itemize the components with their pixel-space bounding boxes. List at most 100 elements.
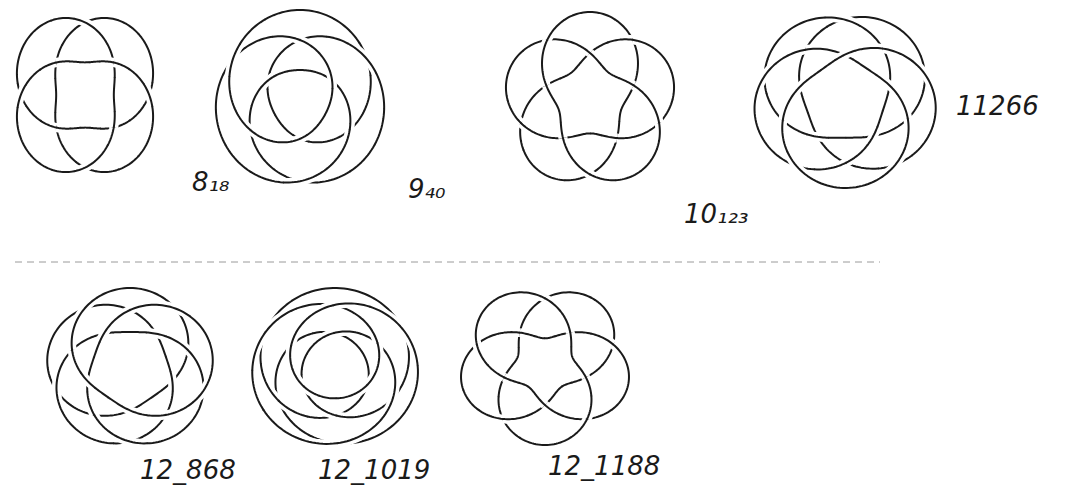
strand-gap [229, 44, 240, 76]
knot-strand [517, 347, 520, 357]
strand-gap [853, 60, 867, 69]
strand-gap [572, 357, 577, 365]
knot-strand [268, 89, 271, 103]
strand-gap [609, 73, 619, 78]
knot-strand [159, 305, 190, 316]
knot-strand [96, 18, 119, 20]
strand-gap [51, 100, 61, 112]
knot-strand [113, 90, 115, 100]
knot-strand [100, 325, 110, 342]
knot-name: 12_1188 [548, 452, 660, 481]
knot-strand [913, 61, 933, 90]
knot-strand [263, 410, 295, 438]
knot-strand [272, 141, 292, 142]
knot-strand [304, 386, 320, 395]
strand-gap [835, 51, 855, 60]
strand-gap [229, 76, 234, 107]
strand-gap [31, 20, 51, 34]
knot-strand [307, 125, 318, 134]
knot-strand [250, 130, 271, 141]
knot-strand [291, 321, 305, 345]
strand-gap [96, 18, 119, 20]
knot-strand [252, 332, 265, 370]
knot-strand [601, 65, 609, 73]
strand-gap [539, 171, 564, 180]
knot-strand [479, 410, 503, 419]
strand-gap [782, 120, 787, 151]
strand-gap [821, 60, 835, 70]
strand-gap [578, 365, 586, 377]
knot-strand [508, 100, 521, 123]
strand-gap [535, 394, 545, 405]
strand-gap [545, 336, 555, 338]
strand-gap [570, 333, 571, 348]
knot-strand [95, 387, 108, 397]
strand-gap [19, 34, 31, 57]
strand-gap [167, 337, 188, 351]
strand-gap [590, 12, 615, 20]
strand-gap [300, 10, 334, 19]
strand-gap [250, 130, 271, 141]
knot-strand [808, 112, 814, 128]
strand-gap [336, 395, 352, 398]
knot-strand [72, 322, 77, 350]
knot-strand [882, 150, 904, 177]
strand-gap [216, 74, 224, 109]
separator-line [15, 262, 880, 263]
knot-strand [634, 85, 650, 100]
strand-gap [210, 343, 213, 376]
knot-strand [94, 415, 115, 436]
strand-gap [555, 387, 562, 394]
knot-strand [362, 352, 368, 367]
strand-gap [755, 92, 758, 128]
knot-strand [494, 292, 519, 300]
knot-strand [261, 76, 274, 87]
knot-strand [76, 298, 97, 322]
strand-gap [377, 74, 385, 109]
strand-gap [619, 110, 621, 121]
strand-gap [252, 87, 262, 105]
knot-strand [520, 292, 545, 298]
knot-strand [270, 54, 280, 72]
strand-gap [793, 80, 808, 95]
strand-gap [512, 357, 517, 365]
strand-gap [273, 36, 300, 40]
strand-gap [114, 112, 115, 127]
strand-gap [374, 109, 384, 145]
strand-gap [80, 123, 89, 132]
strand-gap [808, 112, 814, 128]
knot-strand [62, 145, 75, 161]
knot-strand [520, 333, 535, 337]
strand-gap [193, 376, 211, 402]
strand-gap [409, 366, 418, 406]
knot-diagram [755, 17, 936, 188]
strand-gap [50, 316, 70, 343]
knot-strand [590, 53, 601, 65]
strand-gap [641, 150, 657, 172]
strand-gap [363, 320, 378, 344]
knot-strand [252, 87, 262, 105]
strand-gap [138, 397, 152, 406]
strand-gap [108, 127, 114, 145]
knot-strand [542, 64, 546, 85]
knot-strand [488, 365, 504, 377]
strand-gap [579, 133, 590, 135]
knot-strand [590, 12, 615, 20]
knot-strand [351, 340, 362, 352]
knot-strand [782, 120, 787, 151]
knot-strand [476, 320, 479, 344]
strand-gap [70, 123, 81, 133]
knot-strand [295, 437, 337, 444]
strand-gap [252, 370, 263, 410]
knot-strand [55, 90, 57, 100]
knot-diagram [461, 292, 629, 445]
knot-strand [337, 428, 373, 444]
strand-gap [100, 325, 110, 342]
strand-gap [261, 76, 274, 87]
knot-strand [657, 50, 672, 72]
strand-gap [787, 151, 810, 178]
knot-strand [504, 377, 519, 382]
knot-strand [877, 111, 882, 127]
knot-strand [520, 438, 545, 445]
strand-gap [570, 292, 595, 300]
